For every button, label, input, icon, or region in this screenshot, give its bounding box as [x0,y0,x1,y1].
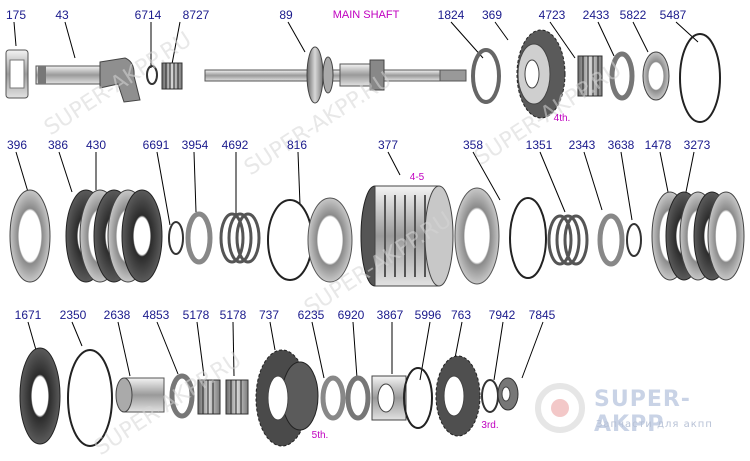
part-5178-bearing-2 [225,379,249,415]
part-label-3867: 3867 [376,308,404,322]
part-label-4853: 4853 [142,308,170,322]
part-3638-washer [597,213,625,267]
part-label-3273: 3273 [683,138,711,152]
part-2638-hub [115,377,165,413]
logo-tagline: Запчасти для акпп [596,419,713,430]
part-label-369: 369 [481,8,503,22]
part-label-6920: 6920 [337,308,365,322]
logo-emblem [535,383,585,433]
part-6235-washer [320,375,346,421]
part-5178-bearing-1 [197,379,221,415]
part-1824-ring [471,48,501,104]
part-label-3638: 3638 [607,138,635,152]
part-369-gear [516,29,566,119]
part-label-358: 358 [462,138,484,152]
part-label-763: 763 [450,308,472,322]
part-6691-snap-ring [168,221,184,255]
part-89-main-shaft [204,46,467,104]
part-737-gear [255,349,319,447]
part-8727-needle-bearing [161,62,183,90]
part-3638-snap-ring [626,223,642,257]
part-label-3954: 3954 [181,138,209,152]
part-358-piston [454,187,500,285]
clutch-label-4-5: 4-5 [409,172,425,183]
part-1478-3273-clutch-pack [651,191,745,281]
part-386-430-clutch-pack [65,189,163,283]
leader-lines [13,21,699,381]
part-2343-spring [547,214,589,266]
part-label-5487: 5487 [659,8,687,22]
part-label-2350: 2350 [59,308,87,322]
part-1671-disc [19,347,61,445]
gear-label-5th: 5th. [311,430,329,441]
part-4723-bearing [577,55,603,97]
part-label-2343: 2343 [568,138,596,152]
part-label-2433: 2433 [582,8,610,22]
part-label-7942: 7942 [488,308,516,322]
part-label-430: 430 [85,138,107,152]
part-label-396: 396 [6,138,28,152]
part-763-gear [435,355,481,437]
part-175-bearing [5,49,29,99]
part-label-43: 43 [55,8,69,22]
part-label-377: 377 [377,138,399,152]
part-816-ring [267,199,313,281]
part-label-89: 89 [279,8,293,22]
part-396-disc [9,189,51,283]
part-5822-bearing [642,51,670,101]
part-label-5996: 5996 [414,308,442,322]
part-label-1671: 1671 [14,308,42,322]
logo-name: SUPER-AKPP [594,387,691,437]
part-label-5178: 5178 [219,308,247,322]
part-label-6714: 6714 [134,8,162,22]
part-label-1824: 1824 [437,8,465,22]
part-label-816: 816 [286,138,308,152]
part-377-clutch-drum [360,185,454,287]
gear-label-3rd: 3rd. [481,420,499,431]
part-3954-washer [185,211,213,265]
part-2350-snap-ring [67,349,113,447]
part-1351-snap-ring [509,197,547,279]
part-label-7845: 7845 [528,308,556,322]
part-label-8727: 8727 [182,8,210,22]
part-label-2638: 2638 [103,308,131,322]
part-label-386: 386 [47,138,69,152]
part-label-4723: 4723 [538,8,566,22]
part-label-1478: 1478 [644,138,672,152]
diagram-title: MAIN SHAFT [332,9,400,21]
logo: SUPER-AKPP Запчасти для акпп [530,375,750,450]
part-7942-snap-ring [481,379,499,413]
part-2433-washer [609,51,635,101]
part-5487-snap-ring [679,33,721,123]
part-7845-gear [497,377,519,411]
part-4692-spring [219,212,261,264]
part-4853-washer [169,373,195,419]
part-6714-snap-ring [146,65,158,85]
part-label-5178: 5178 [182,308,210,322]
part-816-piston [307,197,353,283]
part-label-6235: 6235 [297,308,325,322]
part-label-1351: 1351 [525,138,553,152]
part-6920-washer [345,375,371,421]
part-43-shaft [35,57,141,103]
part-label-5822: 5822 [619,8,647,22]
part-5996-snap-ring [403,367,433,429]
gear-label-4th: 4th. [553,113,571,124]
part-label-737: 737 [258,308,280,322]
part-3867-bearing [371,375,407,421]
part-label-6691: 6691 [142,138,170,152]
part-label-4692: 4692 [221,138,249,152]
part-label-175: 175 [5,8,27,22]
